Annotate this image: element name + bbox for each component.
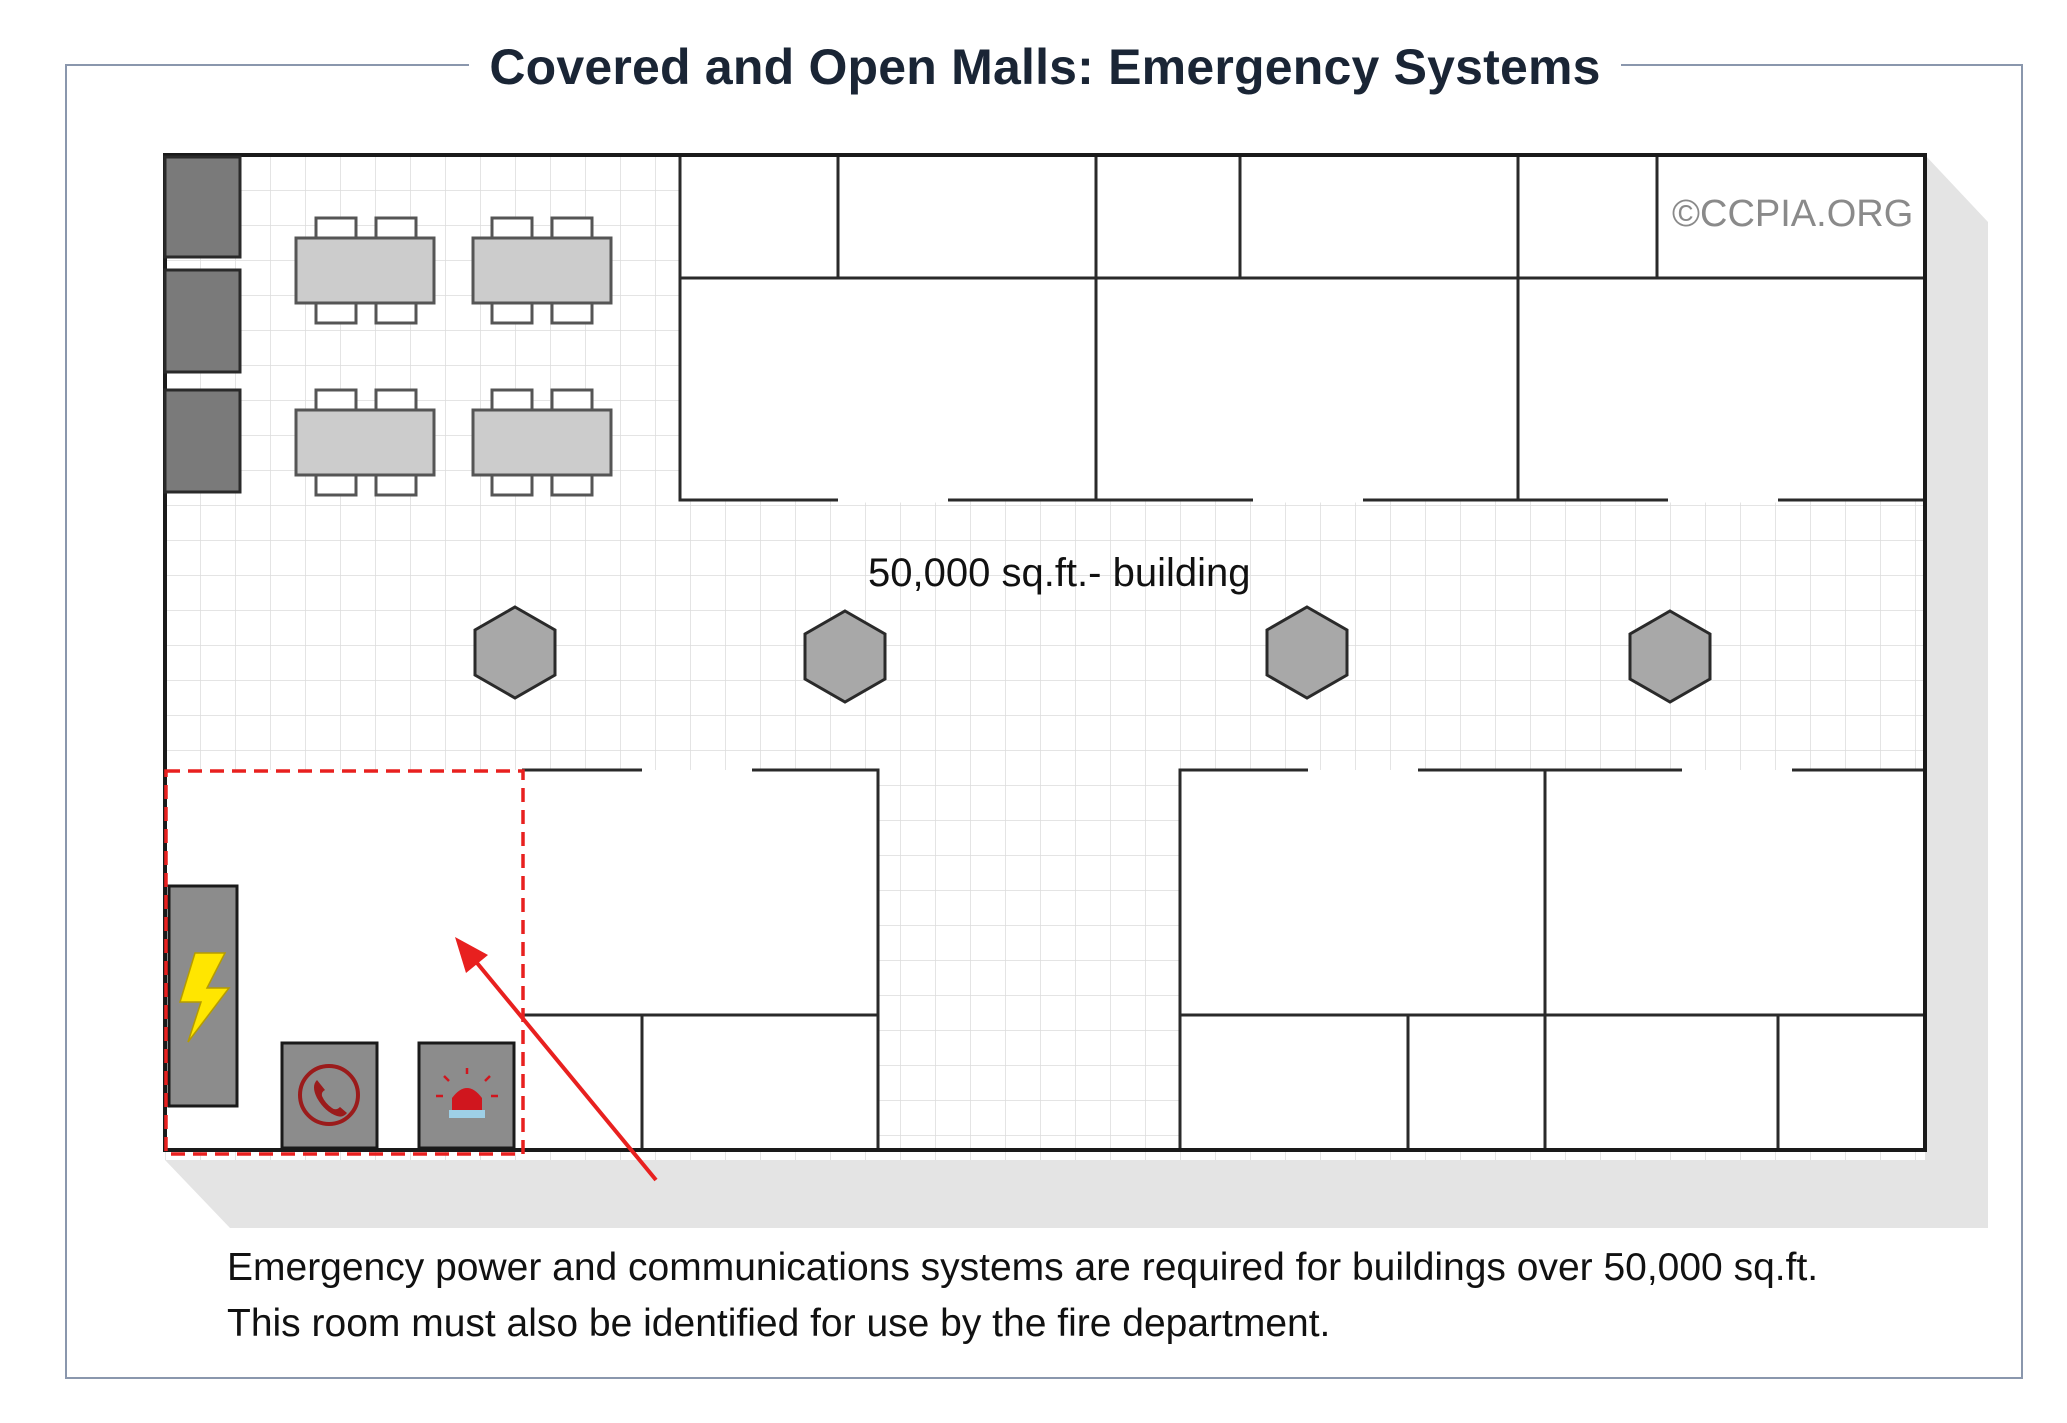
copyright-text: ©CCPIA.ORG (1672, 193, 1914, 235)
caption: Emergency power and communications syste… (227, 1240, 1818, 1352)
diagram-title: Covered and Open Malls: Emergency System… (0, 38, 2067, 96)
table-4 (471, 388, 613, 497)
planter-1 (473, 605, 557, 700)
caption-line-2: This room must also be identified for us… (227, 1302, 1331, 1345)
wall-storage-blocks (163, 155, 242, 494)
emergency-power-panel (167, 884, 239, 1108)
callout-arrow (455, 937, 658, 1182)
table-3 (294, 388, 436, 497)
planter-4 (1628, 609, 1712, 704)
top-store-walls (680, 155, 1925, 500)
bottom-left-stores (522, 770, 878, 1150)
planter-3 (1265, 605, 1349, 700)
food-court-tables (294, 216, 613, 497)
caption-line-1: Emergency power and communications syste… (227, 1246, 1819, 1289)
building-area-label: 50,000 sq.ft.- building (868, 551, 1251, 595)
building-outline (163, 153, 1927, 1152)
phone-icon (298, 1064, 360, 1126)
bottom-right-stores (1180, 770, 1925, 1150)
planter-2 (803, 609, 887, 704)
table-2 (471, 216, 613, 325)
bottom-right-walls (1178, 768, 1925, 1150)
lightning-bolt-icon (178, 952, 231, 1043)
hexagon-planters (473, 605, 1712, 704)
siren-icon (436, 1068, 498, 1118)
emergency-room-highlight (164, 769, 525, 1156)
bottom-left-walls (522, 768, 880, 1150)
emergency-phone-box (280, 1041, 379, 1150)
table-1 (294, 216, 436, 325)
emergency-alarm-box (417, 1041, 516, 1150)
top-stores (678, 153, 1927, 502)
